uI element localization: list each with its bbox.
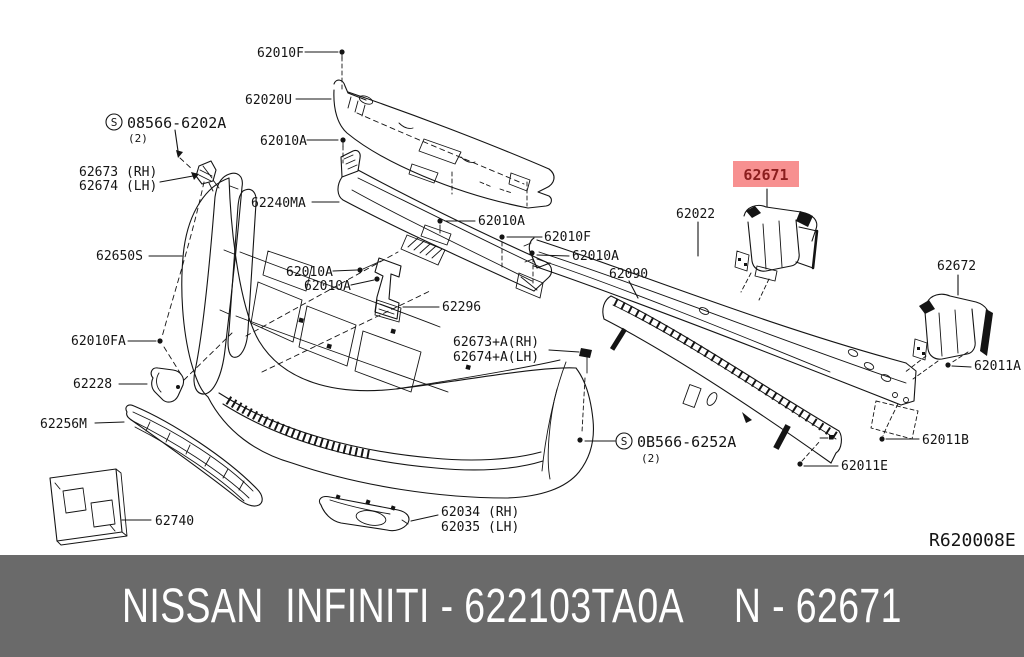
part-drawing-62256m bbox=[125, 404, 263, 507]
label-screw-6252a-qty: (2) bbox=[641, 452, 661, 465]
label-62674-lh: 62674 (LH) bbox=[79, 179, 157, 194]
label-62010f-1: 62010F bbox=[257, 46, 304, 61]
label-62673-rh: 62673 (RH) bbox=[79, 165, 157, 180]
label-62020u: 62020U bbox=[245, 93, 292, 108]
label-screw-6252a: 0B566-6252A bbox=[637, 433, 736, 451]
label-62010a-2: 62010A bbox=[478, 214, 525, 229]
fastener-dots bbox=[157, 49, 951, 467]
label-62672: 62672 bbox=[937, 259, 976, 274]
part-drawing-62020u bbox=[333, 79, 555, 209]
part-drawing-62022 bbox=[523, 237, 919, 440]
label-62256m: 62256M bbox=[40, 417, 87, 432]
screw-s-icon: S bbox=[621, 435, 628, 448]
screw-s-icon: S bbox=[111, 116, 118, 129]
label-62740: 62740 bbox=[155, 514, 194, 529]
footer-banner: NISSAN INFINITI - 622103TA0A N - 62671 bbox=[0, 555, 1024, 657]
label-62650s: 62650S bbox=[96, 249, 143, 264]
label-62010a-1: 62010A bbox=[260, 134, 307, 149]
label-62022: 62022 bbox=[676, 207, 715, 222]
label-62011e: 62011E bbox=[841, 459, 888, 474]
label-62010a-4: 62010A bbox=[286, 265, 333, 280]
part-drawing-62740 bbox=[49, 468, 128, 546]
label-62671: 62671 bbox=[743, 166, 788, 184]
part-drawing-62296 bbox=[362, 257, 402, 323]
label-62011a: 62011A bbox=[974, 359, 1021, 374]
label-62674a-lh: 62674+A(LH) bbox=[453, 350, 539, 365]
diagram-ref-code: R620008E bbox=[929, 530, 1016, 551]
part-drawing-62228-clip bbox=[150, 367, 185, 403]
footer-ref-number: N - 62671 bbox=[733, 579, 902, 633]
part-drawing-62671 bbox=[734, 204, 819, 301]
part-drawing-62673a-clip bbox=[579, 348, 592, 433]
screw-symbol-6252a: S bbox=[615, 432, 633, 450]
label-62010f-2: 62010F bbox=[544, 230, 591, 245]
part-drawing-fascia bbox=[181, 177, 594, 499]
label-62010fa: 62010FA bbox=[71, 334, 126, 349]
label-screw-6202a: 08566-6202A bbox=[127, 114, 226, 132]
label-62010a-3: 62010A bbox=[572, 249, 619, 264]
part-drawing-62090 bbox=[602, 295, 842, 464]
highlight-box bbox=[733, 161, 799, 187]
label-62673a-rh: 62673+A(RH) bbox=[453, 335, 539, 350]
part-drawing-62672 bbox=[903, 293, 993, 380]
part-drawing-62240ma bbox=[337, 149, 553, 299]
label-62228: 62228 bbox=[73, 377, 112, 392]
label-62034-rh: 62034 (RH) bbox=[441, 505, 519, 520]
part-drawing-62673-clip bbox=[195, 160, 220, 192]
label-62035-lh: 62035 (LH) bbox=[441, 520, 519, 535]
label-62010a-5: 62010A bbox=[304, 279, 351, 294]
label-screw-6202a-qty: (2) bbox=[128, 132, 148, 145]
screw-symbol-6202a: S bbox=[105, 113, 123, 131]
part-drawing-62034 bbox=[318, 494, 410, 532]
label-62240ma: 62240MA bbox=[251, 196, 306, 211]
callout-labels: 62010F 62020U S 08566-6202A (2) 62010A 6… bbox=[40, 46, 1021, 551]
leader-lines bbox=[94, 51, 972, 522]
footer-brand-part-number: NISSAN INFINITI - 622103TA0A bbox=[122, 579, 685, 633]
highlighted-callout-62671[interactable]: 62671 bbox=[733, 161, 799, 187]
label-62296: 62296 bbox=[442, 300, 481, 315]
label-62011b: 62011B bbox=[922, 433, 969, 448]
projection-lines bbox=[161, 56, 821, 462]
label-62090: 62090 bbox=[609, 267, 648, 282]
footer-banner-text: NISSAN INFINITI - 622103TA0A N - 62671 bbox=[122, 579, 902, 634]
